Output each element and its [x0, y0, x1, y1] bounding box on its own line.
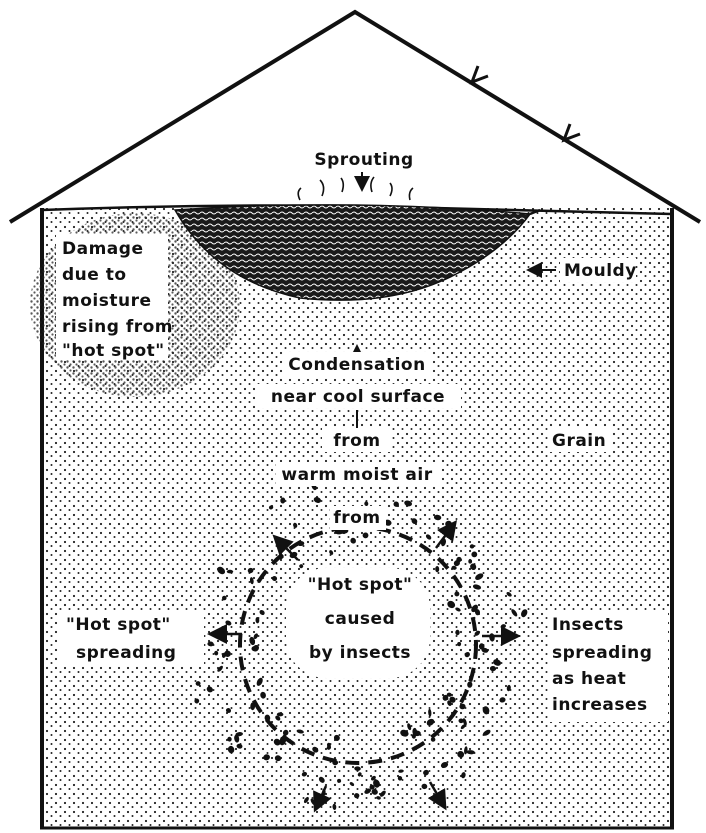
condensation-line-3: from	[333, 431, 380, 451]
grain-label: Grain	[552, 431, 606, 451]
insects-spreading-line-1: Insects	[552, 615, 624, 635]
damage-line-1: Damage	[62, 239, 143, 259]
hot-spot-line-1: "Hot spot"	[308, 575, 413, 595]
insect-mark	[227, 570, 233, 574]
mouldy-label: Mouldy	[564, 261, 637, 281]
condensation-line-5: from	[333, 508, 380, 528]
damage-line-3: moisture	[62, 291, 151, 311]
hot-spot-line-2: caused	[325, 609, 395, 629]
insects-spreading-line-4: increases	[552, 695, 648, 715]
hot-spot-line-3: by insects	[309, 643, 411, 663]
hot-spot-spreading-line-2: spreading	[76, 643, 176, 663]
hot-spot-spreading-line-1: "Hot spot"	[66, 615, 171, 635]
insects-spreading-line-3: as heat	[552, 669, 626, 689]
damage-line-5: "hot spot"	[62, 341, 165, 361]
condensation-line-1: Condensation	[288, 355, 425, 375]
silo-roof	[10, 12, 700, 222]
label-damage: Damage due to moisture rising from "hot …	[56, 234, 173, 361]
label-insects-spreading: Insects spreading as heat increases	[548, 612, 668, 722]
label-grain: Grain	[548, 428, 612, 452]
label-hot-spot: "Hot spot" caused by insects	[286, 568, 430, 678]
sprouting-label: Sprouting	[314, 150, 413, 170]
label-hot-spot-spreading: "Hot spot" spreading	[58, 612, 204, 666]
insects-spreading-line-2: spreading	[552, 643, 652, 663]
label-sprouting: Sprouting	[305, 146, 423, 170]
condensation-line-2: near cool surface	[271, 387, 445, 407]
sprout-marks	[298, 177, 413, 200]
label-mouldy: Mouldy	[560, 258, 637, 282]
damage-line-2: due to	[62, 265, 127, 285]
damage-line-4: rising from	[62, 317, 173, 337]
condensation-line-4: warm moist air	[281, 465, 432, 485]
